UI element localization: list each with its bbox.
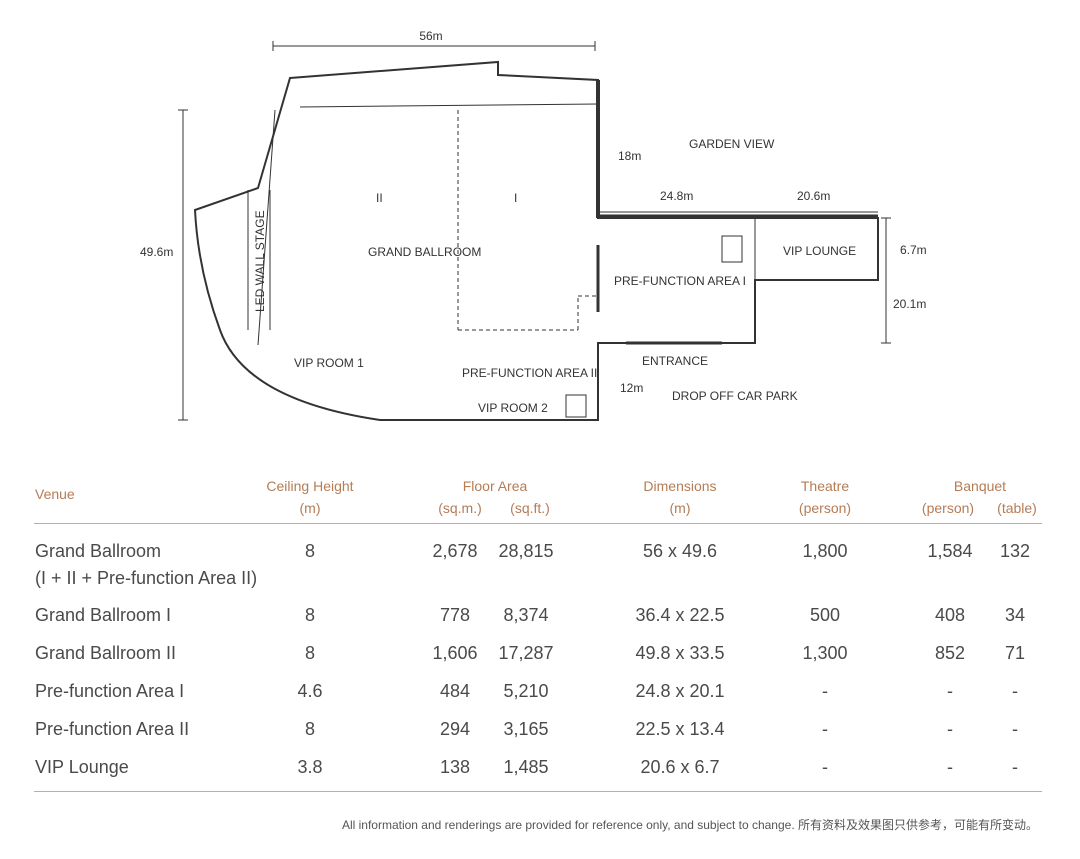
- dim-20-1-label: 20.1m: [893, 297, 926, 311]
- footnote: All information and renderings are provi…: [341, 818, 1038, 832]
- cell-dimensions: 36.4 x 22.5: [635, 605, 725, 625]
- cell-dimensions: 22.5 x 13.4: [635, 719, 725, 739]
- cell-banquet-table: 71: [1004, 643, 1026, 663]
- cell-dimensions: 24.8 x 20.1: [635, 681, 725, 701]
- dim-18-label: 18m: [618, 149, 641, 163]
- cell-venue: VIP Lounge: [35, 757, 129, 777]
- header-dimensions-unit: (m): [669, 500, 691, 516]
- header-theatre: Theatre (person): [775, 475, 875, 519]
- vip-room-2-label: VIP ROOM 2: [478, 401, 548, 415]
- prefunction-1-label: PRE-FUNCTION AREA I: [614, 274, 746, 288]
- header-sqft: (sq.ft.): [510, 500, 550, 516]
- header-theatre-unit: (person): [798, 500, 852, 516]
- header-banquet: Banquet: [953, 478, 1007, 494]
- floor-plan: 56m 49.6m 18m 24.8m 20.6m 6.7m 20.1m 12m…: [140, 29, 927, 421]
- header-banquet-table: (table): [997, 500, 1037, 516]
- cell-theatre: -: [822, 719, 828, 739]
- header-banquet-person: (person): [921, 500, 975, 516]
- entrance-label: ENTRANCE: [642, 354, 708, 368]
- cell-dimensions: 20.6 x 6.7: [640, 757, 720, 777]
- cell-venue: Pre-function Area I: [35, 681, 185, 701]
- cell-banquet-person: -: [947, 719, 953, 739]
- cell-banquet-table: -: [1012, 719, 1018, 739]
- cell-venue-sub: (I + II + Pre-function Area II): [35, 568, 258, 588]
- cell-sqft: 3,165: [503, 719, 549, 739]
- cell-ceiling: 8: [304, 541, 315, 561]
- cell-theatre: 1,300: [802, 643, 848, 663]
- floor-outline: [193, 60, 879, 421]
- cell-ceiling: 3.8: [297, 757, 323, 777]
- dim-6-7-label: 6.7m: [900, 243, 927, 257]
- cell-sqm: 294: [439, 719, 471, 739]
- cell-ceiling: 8: [304, 605, 315, 625]
- header-dimensions: Dimensions (m): [620, 475, 740, 519]
- cell-dimensions: 56 x 49.6: [642, 541, 718, 561]
- header-theatre-label: Theatre: [800, 478, 850, 494]
- dim-12-label: 12m: [620, 381, 643, 395]
- cell-sqft: 5,210: [503, 681, 549, 701]
- header-ceiling: Ceiling Height (m): [250, 475, 370, 519]
- cell-banquet-person: 852: [934, 643, 966, 663]
- header-ceiling-label: Ceiling Height: [266, 478, 354, 494]
- cell-sqm: 138: [439, 757, 471, 777]
- header-sqm: (sq.m.): [438, 500, 482, 516]
- cell-theatre: 1,800: [802, 541, 848, 561]
- prefunction-2-label: PRE-FUNCTION AREA II: [462, 366, 597, 380]
- grand-ballroom-label: GRAND BALLROOM: [368, 245, 481, 259]
- cell-banquet-table: 34: [1004, 605, 1026, 625]
- table-bottom-divider: [34, 791, 1042, 792]
- header-venue: Venue: [35, 486, 75, 502]
- dim-24-8-label: 24.8m: [660, 189, 693, 203]
- cell-sqft: 17,287: [498, 643, 554, 663]
- header-floor-area: Floor Area: [462, 478, 528, 494]
- cell-theatre: -: [822, 757, 828, 777]
- cell-sqm: 2,678: [432, 541, 478, 561]
- garden-view-label: GARDEN VIEW: [689, 137, 775, 151]
- dim-20-6-label: 20.6m: [797, 189, 830, 203]
- dim-width-label: 56m: [419, 29, 442, 43]
- cell-dimensions: 49.8 x 33.5: [635, 643, 725, 663]
- cell-sqm: 484: [439, 681, 471, 701]
- header-dimensions-label: Dimensions: [643, 478, 717, 494]
- cell-sqft: 28,815: [498, 541, 554, 561]
- cell-ceiling: 8: [304, 643, 315, 663]
- cell-sqft: 1,485: [503, 757, 549, 777]
- cell-sqm: 1,606: [432, 643, 478, 663]
- cell-banquet-person: 408: [934, 605, 966, 625]
- cell-theatre: 500: [809, 605, 841, 625]
- zone-i-label: I: [514, 191, 517, 205]
- cell-banquet-table: 132: [999, 541, 1031, 561]
- cell-venue: Grand Ballroom: [35, 541, 162, 561]
- cell-banquet-person: -: [947, 757, 953, 777]
- cell-venue: Pre-function Area II: [35, 719, 190, 739]
- cell-ceiling: 8: [304, 719, 315, 739]
- cell-banquet-table: -: [1012, 757, 1018, 777]
- vip-room-1-label: VIP ROOM 1: [294, 356, 364, 370]
- header-ceiling-unit: (m): [299, 500, 321, 516]
- cell-venue: Grand Ballroom II: [35, 643, 177, 663]
- cell-banquet-person: 1,584: [927, 541, 973, 561]
- cell-ceiling: 4.6: [297, 681, 323, 701]
- cell-venue: Grand Ballroom I: [35, 605, 172, 625]
- cell-theatre: -: [822, 681, 828, 701]
- drop-off-label: DROP OFF CAR PARK: [672, 389, 798, 403]
- cell-sqft: 8,374: [503, 605, 549, 625]
- header-divider: [34, 523, 1042, 524]
- zone-ii-label: II: [376, 191, 383, 205]
- cell-banquet-person: -: [947, 681, 953, 701]
- led-wall-stage-label: LED WALL STAGE: [253, 210, 267, 312]
- vip-lounge-label: VIP LOUNGE: [783, 244, 856, 258]
- cell-sqm: 778: [439, 605, 471, 625]
- cell-banquet-table: -: [1012, 681, 1018, 701]
- dim-height-label: 49.6m: [140, 245, 173, 259]
